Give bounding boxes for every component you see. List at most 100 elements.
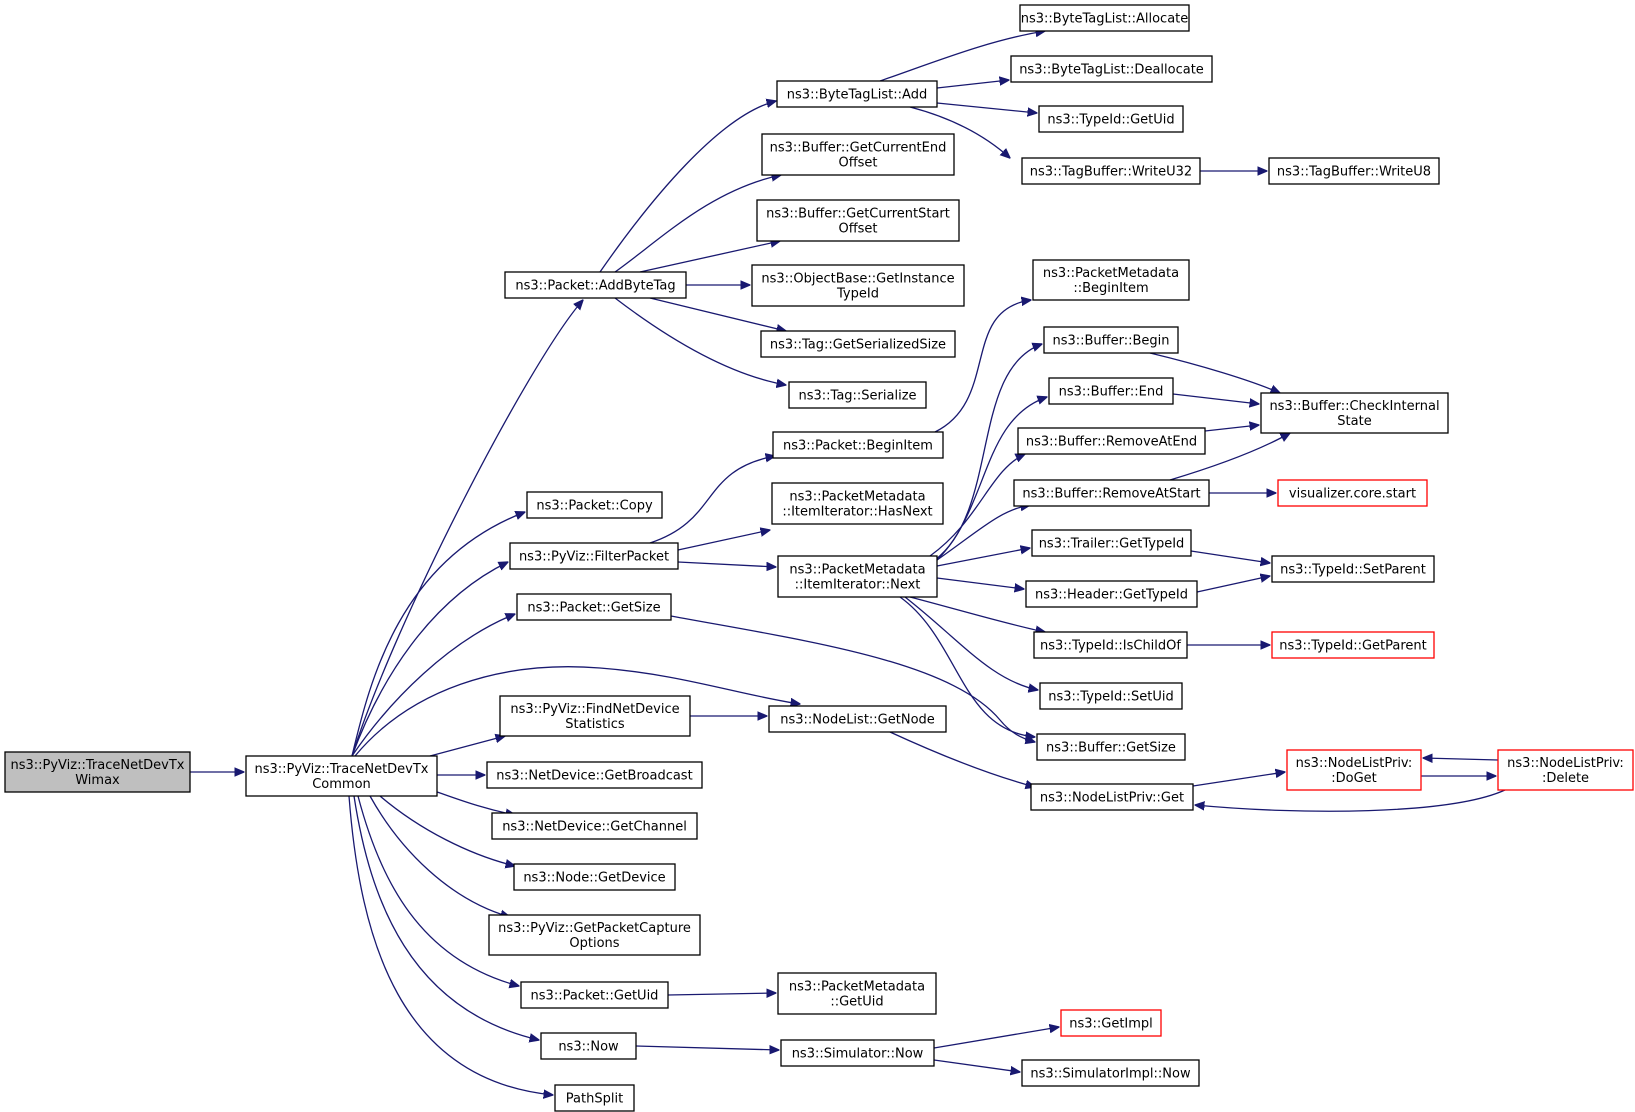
node-box-pm_beginitem[interactable] — [1032, 259, 1190, 301]
node-hasnext[interactable]: ns3::PacketMetadata::ItemIterator::HasNe… — [771, 482, 944, 525]
node-box-tid_ischild[interactable] — [1033, 631, 1188, 659]
node-now[interactable]: ns3::Now — [540, 1032, 637, 1060]
node-next[interactable]: ns3::PacketMetadata::ItemIterator::Next — [777, 555, 938, 598]
node-sim_now[interactable]: ns3::Simulator::Now — [780, 1039, 935, 1067]
node-getchannel[interactable]: ns3::NetDevice::GetChannel — [491, 812, 698, 840]
node-box-now[interactable] — [540, 1032, 637, 1060]
node-viz_start[interactable]: visualizer.core.start — [1277, 479, 1428, 507]
node-box-getuid[interactable] — [520, 981, 669, 1009]
node-nlp_delete[interactable]: ns3::NodeListPriv::Delete — [1497, 749, 1634, 791]
node-box-pm_getuid[interactable] — [777, 972, 937, 1015]
node-box-trailer_tid[interactable] — [1031, 529, 1192, 557]
node-box-getbroadcast[interactable] — [486, 761, 703, 789]
node-box-copy[interactable] — [526, 491, 663, 519]
node-box-root[interactable] — [4, 751, 191, 793]
node-box-tid_getuid[interactable] — [1038, 105, 1184, 133]
node-buf_end[interactable]: ns3::Buffer::End — [1048, 377, 1174, 405]
node-box-filterpacket[interactable] — [509, 542, 679, 570]
node-box-tid_setparent[interactable] — [1271, 555, 1435, 583]
node-box-tagser[interactable] — [788, 381, 927, 409]
node-box-findnetdev[interactable] — [499, 695, 691, 737]
node-box-btl_alloc[interactable] — [1019, 4, 1190, 32]
node-box-simimpl_now[interactable] — [1021, 1059, 1200, 1087]
node-addbytetag[interactable]: ns3::Packet::AddByteTag — [504, 271, 687, 299]
node-box-btl_add[interactable] — [776, 80, 938, 108]
node-box-viz_start[interactable] — [1277, 479, 1428, 507]
node-nl_getnode[interactable]: ns3::NodeList::GetNode — [768, 705, 947, 733]
node-box-tb_writeu32[interactable] — [1021, 157, 1201, 185]
node-getdevice[interactable]: ns3::Node::GetDevice — [513, 863, 676, 891]
node-trailer_tid[interactable]: ns3::Trailer::GetTypeId — [1031, 529, 1192, 557]
node-box-nlp_delete[interactable] — [1497, 749, 1634, 791]
node-box-pathsplit[interactable] — [554, 1084, 635, 1112]
node-box-curstart[interactable] — [756, 199, 960, 242]
node-box-buf_rmend[interactable] — [1017, 427, 1206, 455]
node-box-tid_setuid[interactable] — [1039, 682, 1183, 710]
node-box-getinsttype[interactable] — [751, 264, 965, 307]
node-box-tagsersize[interactable] — [760, 330, 956, 358]
node-box-tb_writeu8[interactable] — [1268, 157, 1440, 185]
node-box-buf_rmstart[interactable] — [1013, 479, 1210, 507]
node-tb_writeu8[interactable]: ns3::TagBuffer::WriteU8 — [1268, 157, 1440, 185]
node-box-sim_now[interactable] — [780, 1039, 935, 1067]
node-box-hasnext[interactable] — [771, 482, 944, 525]
node-pkt_beginitem[interactable]: ns3::Packet::BeginItem — [772, 431, 944, 459]
node-box-btl_dealloc[interactable] — [1010, 55, 1213, 83]
node-pm_getuid[interactable]: ns3::PacketMetadata::GetUid — [777, 972, 937, 1015]
node-box-buf_check[interactable] — [1260, 392, 1449, 434]
node-tid_setparent[interactable]: ns3::TypeId::SetParent — [1271, 555, 1435, 583]
node-tid_getparent[interactable]: ns3::TypeId::GetParent — [1271, 631, 1435, 659]
node-box-common[interactable] — [245, 755, 438, 797]
node-filterpacket[interactable]: ns3::PyViz::FilterPacket — [509, 542, 679, 570]
node-getsize[interactable]: ns3::Packet::GetSize — [516, 593, 672, 621]
node-box-header_tid[interactable] — [1025, 580, 1198, 608]
node-nlp_doget[interactable]: ns3::NodeListPriv::DoGet — [1286, 749, 1422, 791]
node-box-pkt_beginitem[interactable] — [772, 431, 944, 459]
node-box-next[interactable] — [777, 555, 938, 598]
node-box-tid_getparent[interactable] — [1271, 631, 1435, 659]
node-tid_ischild[interactable]: ns3::TypeId::IsChildOf — [1033, 631, 1188, 659]
node-pathsplit[interactable]: PathSplit — [554, 1084, 635, 1112]
node-buf_begin[interactable]: ns3::Buffer::Begin — [1043, 326, 1179, 354]
node-tb_writeu32[interactable]: ns3::TagBuffer::WriteU32 — [1021, 157, 1201, 185]
node-box-nlp_get[interactable] — [1030, 783, 1194, 811]
node-pm_beginitem[interactable]: ns3::PacketMetadata::BeginItem — [1032, 259, 1190, 301]
node-buf_rmend[interactable]: ns3::Buffer::RemoveAtEnd — [1017, 427, 1206, 455]
node-box-buf_end[interactable] — [1048, 377, 1174, 405]
node-tagser[interactable]: ns3::Tag::Serialize — [788, 381, 927, 409]
node-box-nl_getnode[interactable] — [768, 705, 947, 733]
node-tid_setuid[interactable]: ns3::TypeId::SetUid — [1039, 682, 1183, 710]
node-buf_getsize[interactable]: ns3::Buffer::GetSize — [1036, 733, 1186, 761]
node-copy[interactable]: ns3::Packet::Copy — [526, 491, 663, 519]
node-btl_dealloc[interactable]: ns3::ByteTagList::Deallocate — [1010, 55, 1213, 83]
node-btl_alloc[interactable]: ns3::ByteTagList::Allocate — [1019, 4, 1190, 32]
node-box-getchannel[interactable] — [491, 812, 698, 840]
node-box-getdevice[interactable] — [513, 863, 676, 891]
node-getuid[interactable]: ns3::Packet::GetUid — [520, 981, 669, 1009]
node-box-buf_begin[interactable] — [1043, 326, 1179, 354]
node-box-curend[interactable] — [761, 133, 955, 176]
node-getimpl[interactable]: ns3::GetImpl — [1060, 1009, 1162, 1037]
node-box-addbytetag[interactable] — [504, 271, 687, 299]
node-box-buf_getsize[interactable] — [1036, 733, 1186, 761]
node-box-getpcap[interactable] — [488, 914, 701, 956]
node-tagsersize[interactable]: ns3::Tag::GetSerializedSize — [760, 330, 956, 358]
node-simimpl_now[interactable]: ns3::SimulatorImpl::Now — [1021, 1059, 1200, 1087]
node-header_tid[interactable]: ns3::Header::GetTypeId — [1025, 580, 1198, 608]
node-getbroadcast[interactable]: ns3::NetDevice::GetBroadcast — [486, 761, 703, 789]
node-box-getsize[interactable] — [516, 593, 672, 621]
node-box-nlp_doget[interactable] — [1286, 749, 1422, 791]
node-buf_rmstart[interactable]: ns3::Buffer::RemoveAtStart — [1013, 479, 1210, 507]
node-box-getimpl[interactable] — [1060, 1009, 1162, 1037]
node-nlp_get[interactable]: ns3::NodeListPriv::Get — [1030, 783, 1194, 811]
node-btl_add[interactable]: ns3::ByteTagList::Add — [776, 80, 938, 108]
node-tid_getuid[interactable]: ns3::TypeId::GetUid — [1038, 105, 1184, 133]
